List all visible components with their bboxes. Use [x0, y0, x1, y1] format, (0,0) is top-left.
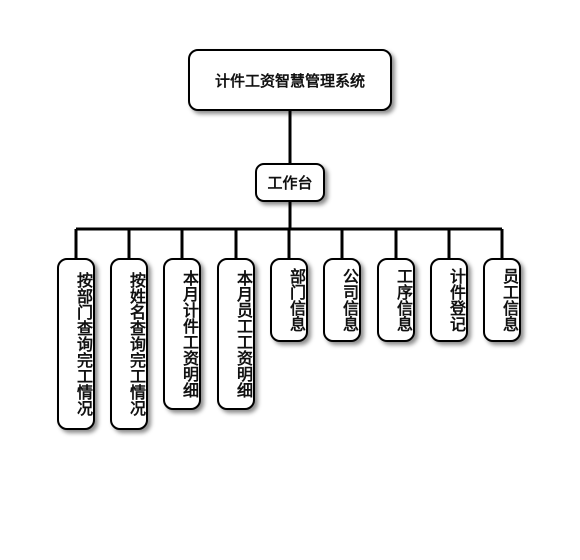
leaf-node-department-info: 部门信息: [270, 258, 308, 342]
leaf-node-monthly-staff-wage: 本月员工工资明细: [217, 258, 255, 410]
leaf-node-label: 按姓名查询完工情况: [127, 272, 146, 416]
root-node: 计件工资智慧管理系统: [188, 49, 392, 111]
leaf-node-dept-completion: 按部门查询完工情况: [57, 258, 95, 430]
root-node-label: 计件工资智慧管理系统: [214, 71, 365, 90]
leaf-node-label: 工序信息: [394, 268, 413, 332]
leaf-node-piece-registration: 计件登记: [430, 258, 468, 342]
leaf-node-name-completion: 按姓名查询完工情况: [110, 258, 148, 430]
leaf-node-label: 按部门查询完工情况: [74, 272, 93, 416]
leaf-node-label: 计件登记: [447, 268, 466, 332]
leaf-node-employee-info: 员工信息: [483, 258, 521, 342]
leaf-node-label: 公司信息: [340, 268, 359, 332]
leaf-node-monthly-piece-wage: 本月计件工资明细: [163, 258, 201, 410]
leaf-node-company-info: 公司信息: [323, 258, 361, 342]
leaf-node-process-info: 工序信息: [377, 258, 415, 342]
leaf-node-label: 员工信息: [500, 268, 519, 332]
leaf-node-label: 部门信息: [287, 268, 306, 332]
leaf-node-label: 本月计件工资明细: [180, 270, 199, 398]
workbench-node: 工作台: [255, 163, 325, 202]
leaf-node-label: 本月员工工资明细: [234, 270, 253, 398]
workbench-node-label: 工作台: [267, 174, 313, 192]
